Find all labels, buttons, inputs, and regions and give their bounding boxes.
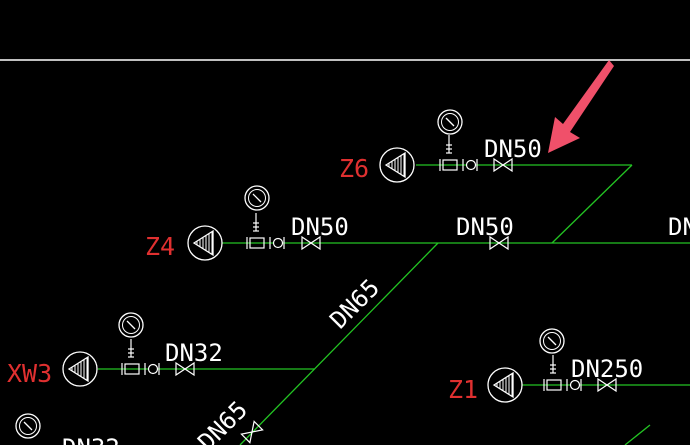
nozzle-icon <box>379 147 415 183</box>
pipe-bottom-right-fragment <box>624 424 651 445</box>
pipe-z6-riser <box>551 164 633 244</box>
label-right-edge-partial: DN <box>668 213 690 241</box>
tag-z4: Z4 <box>145 232 175 261</box>
label-z1-branch: DN250 <box>571 355 643 383</box>
nozzle-icon <box>62 351 98 387</box>
label-bottom-left-partial: DN32 <box>62 434 120 445</box>
tag-xw3: XW3 <box>7 359 52 388</box>
label-riser-diagonal: DN65 <box>324 274 385 335</box>
gate-valve-icon <box>240 420 264 444</box>
pressure-gauge-icon <box>15 413 41 439</box>
nozzle-icon <box>187 225 223 261</box>
label-z6-branch: DN50 <box>484 135 542 163</box>
nozzle-icon <box>487 367 523 403</box>
tag-z1: Z1 <box>448 375 478 404</box>
tag-z6: Z6 <box>339 154 369 183</box>
pipe-dn65-diagonal <box>239 242 439 445</box>
pipe-network <box>98 164 690 445</box>
label-main-upper: DN50 <box>456 213 514 241</box>
pressure-gauge-icon <box>437 109 463 135</box>
pressure-gauge-icon <box>244 185 270 211</box>
label-xw3-branch: DN32 <box>165 339 223 367</box>
pressure-gauge-icon <box>118 312 144 338</box>
arrow-pointer-icon <box>548 60 614 153</box>
label-z4-branch: DN50 <box>291 213 349 241</box>
pressure-gauge-icon <box>539 328 565 354</box>
